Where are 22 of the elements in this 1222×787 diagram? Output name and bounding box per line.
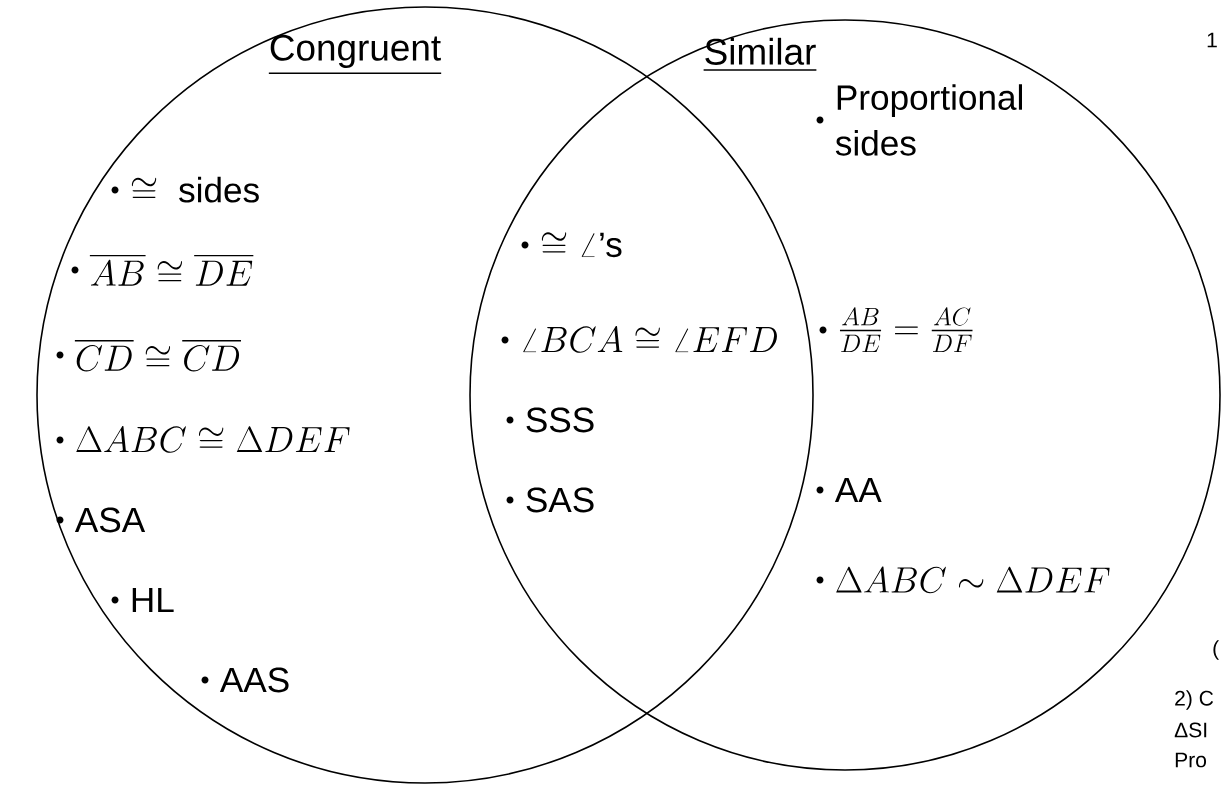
margin-text: ΔSI: [1174, 722, 1207, 738]
list-item: HL: [132, 587, 174, 613]
list-item: AAS: [219, 667, 289, 693]
list-item: AA: [834, 477, 882, 503]
list-item: $\Delta ABC \cong \Delta DEF$: [76, 426, 350, 453]
list-item: $\overline{AB} \cong \overline{DE}$: [89, 255, 254, 286]
margin-text: 1: [1207, 32, 1217, 48]
circle-heading: Congruent: [268, 34, 442, 74]
list-item: $\cong \text{ sides}$: [131, 176, 259, 203]
list-item: ASA: [74, 507, 146, 533]
list-item: $\frac{AB}{DE} = \frac{AC}{DF}$: [840, 307, 973, 353]
list-item: SAS: [526, 487, 594, 513]
list-item: Proportional sides: [835, 84, 1022, 156]
margin-text: Pro: [1175, 752, 1207, 768]
list-item: $\overline{CD} \cong \overline{CD}$: [74, 340, 241, 372]
margin-text: 2) C: [1175, 690, 1214, 710]
list-item: SSS: [526, 407, 594, 433]
list-item: $\cong \angle\text{'s}$: [541, 232, 622, 258]
list-item: $\Delta ABC \sim \Delta DEF$: [836, 566, 1110, 594]
margin-text: (: [1213, 640, 1219, 660]
list-item: $\angle BCA \cong \angle EFD$: [523, 326, 777, 353]
circle-heading: Similar: [702, 37, 818, 71]
